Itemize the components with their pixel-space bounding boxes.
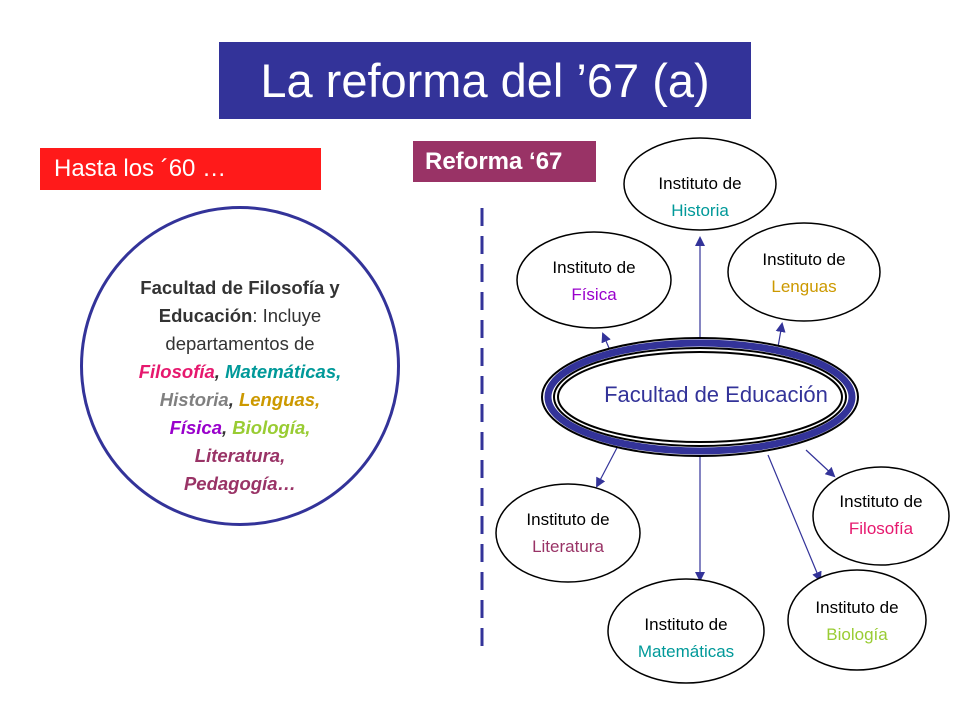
separator: ,: [214, 361, 226, 382]
dept-historia: Historia: [159, 389, 229, 410]
dept-pedagogia: Pedagogía…: [183, 473, 297, 494]
node-literatura-shape: [495, 483, 641, 583]
node-lenguas-shape: [727, 222, 881, 322]
old-faculty-line1: Facultad de Filosofía y: [140, 277, 340, 298]
node-matematicas-title: Instituto de: [644, 615, 728, 634]
node-historia: Instituto de Historia: [624, 170, 776, 224]
node-biologia-subject: Biología: [826, 625, 888, 644]
old-faculty-includes: : Incluye: [252, 305, 322, 326]
node-lenguas: Instituto de Lenguas: [728, 246, 880, 300]
arrow-to-literatura: [596, 441, 621, 488]
node-fisica-subject: Física: [571, 285, 617, 304]
node-biologia-title: Instituto de: [815, 598, 899, 617]
reform-67-label: Reforma ‘67: [413, 141, 596, 182]
old-faculty-education: Educación: [158, 305, 253, 326]
node-filosofia: Instituto de Filosofía: [813, 488, 949, 542]
node-biologia-shape: [787, 569, 927, 671]
separator: ,: [228, 389, 239, 410]
arrow-to-lenguas: [775, 322, 786, 348]
before-60s-label: Hasta los ´60 …: [40, 148, 321, 190]
new-faculty-label: Facultad de Educación: [604, 382, 828, 407]
dept-biologia: Biología,: [232, 417, 311, 438]
node-historia-subject: Historia: [671, 201, 729, 220]
dept-lenguas: Lenguas,: [238, 389, 321, 410]
node-literatura-subject: Literatura: [532, 537, 604, 556]
arrow-to-filosofia: [805, 449, 836, 478]
old-faculty-circle: [80, 206, 400, 526]
node-historia-title: Instituto de: [658, 174, 742, 193]
node-filosofia-shape: [812, 466, 950, 566]
node-filosofia-subject: Filosofía: [848, 519, 914, 538]
node-literatura: Instituto de Literatura: [496, 506, 640, 560]
node-matematicas-shape: [607, 578, 765, 684]
slide-title: La reforma del ’67 (a): [219, 42, 751, 119]
node-matematicas: Instituto de Matemáticas: [608, 611, 764, 665]
dept-matematicas: Matemáticas,: [225, 361, 342, 382]
node-matematicas-subject: Matemáticas: [637, 642, 735, 661]
node-historia-shape: [623, 137, 777, 231]
faculty-ring-band: [544, 339, 856, 455]
node-fisica-shape: [516, 231, 672, 329]
node-fisica: Instituto de Física: [517, 254, 671, 308]
node-biologia: Instituto de Biología: [788, 594, 926, 648]
node-literatura-title: Instituto de: [526, 510, 610, 529]
faculty-ring-inner: [557, 351, 843, 443]
dept-literatura: Literatura,: [194, 445, 286, 466]
dept-fisica: Física: [169, 417, 223, 438]
node-lenguas-title: Instituto de: [762, 250, 846, 269]
old-faculty-departments: departamentos de: [165, 333, 315, 354]
node-fisica-title: Instituto de: [552, 258, 636, 277]
arrow-to-biologia: [767, 454, 822, 582]
node-filosofia-title: Instituto de: [839, 492, 923, 511]
node-lenguas-subject: Lenguas: [771, 277, 837, 296]
dept-filosofia: Filosofía: [138, 361, 215, 382]
separator: ,: [222, 417, 233, 438]
old-faculty-text: Facultad de Filosofía y Educación: Inclu…: [95, 274, 385, 498]
